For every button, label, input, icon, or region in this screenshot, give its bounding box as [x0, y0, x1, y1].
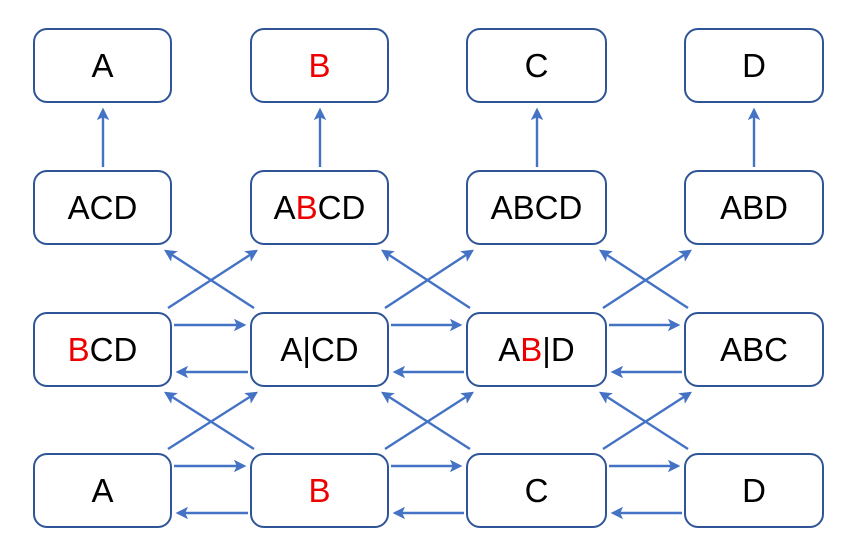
node-bottom-c[interactable]: C — [466, 453, 607, 528]
edge-bottom-b-to-third-abd-split — [384, 391, 475, 451]
node-label-second-abcd2: ABCD — [490, 189, 583, 226]
edge-third-acd-split-to-second-abcd2 — [384, 249, 475, 310]
node-bottom-b[interactable]: B — [250, 453, 389, 528]
node-second-acd[interactable]: ACD — [33, 170, 172, 245]
edge-bottom-a-to-third-acd-split — [167, 391, 259, 451]
node-label-third-abd-split: AB|D — [498, 331, 575, 368]
node-top-d[interactable]: D — [684, 28, 824, 103]
node-label-third-bcd: BCD — [67, 331, 138, 368]
node-bottom-a[interactable]: A — [33, 453, 172, 528]
node-label-third-acd-split: A|CD — [280, 331, 359, 368]
node-top-c[interactable]: C — [466, 28, 607, 103]
edge-third-abc-to-second-abcd2 — [598, 249, 689, 310]
node-label-second-abcd: ABCD — [273, 189, 366, 226]
node-label-top-a: A — [91, 47, 114, 84]
node-second-abcd2[interactable]: ABCD — [466, 170, 607, 245]
node-second-abcd[interactable]: ABCD — [250, 170, 389, 245]
node-label-second-acd: ACD — [67, 189, 138, 226]
node-second-abd[interactable]: ABD — [684, 170, 824, 245]
edge-bottom-b-to-third-bcd — [163, 391, 255, 451]
edge-third-acd-split-to-second-acd — [163, 249, 255, 310]
node-label-third-abc: ABC — [720, 331, 788, 368]
edge-third-abd-split-to-second-abcd — [380, 249, 471, 310]
node-top-b[interactable]: B — [250, 28, 389, 103]
node-third-abd-split[interactable]: AB|D — [466, 312, 607, 387]
node-third-bcd[interactable]: BCD — [33, 312, 172, 387]
node-label-top-b: B — [308, 47, 331, 84]
node-label-second-abd: ABD — [720, 189, 788, 226]
node-bottom-d[interactable]: D — [684, 453, 824, 528]
node-third-acd-split[interactable]: A|CD — [250, 312, 389, 387]
node-label-bottom-a: A — [91, 472, 114, 509]
edge-bottom-c-to-third-acd-split — [380, 391, 471, 451]
node-label-bottom-c: C — [524, 472, 549, 509]
node-top-a[interactable]: A — [33, 28, 172, 103]
node-label-top-d: D — [742, 47, 766, 84]
edge-bottom-d-to-third-abd-split — [598, 391, 689, 451]
node-label-bottom-b: B — [308, 472, 331, 509]
edge-third-abd-split-to-second-abd — [602, 249, 693, 310]
node-third-abc[interactable]: ABC — [684, 312, 824, 387]
node-label-top-c: C — [524, 47, 549, 84]
edge-third-bcd-to-second-abcd — [167, 249, 259, 310]
edge-bottom-c-to-third-abc — [602, 391, 693, 451]
node-label-bottom-d: D — [742, 472, 766, 509]
